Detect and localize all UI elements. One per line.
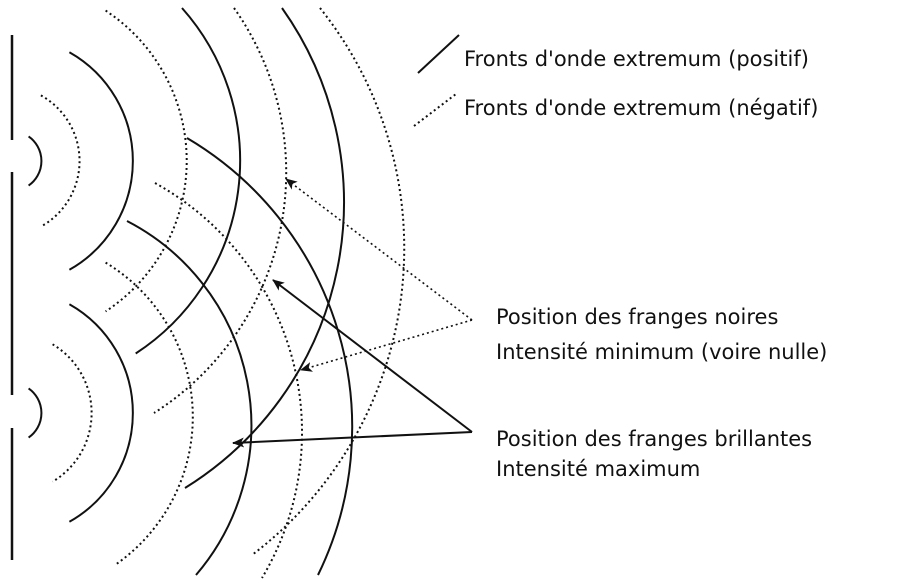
bright-fringe-arrow-upper <box>273 280 472 432</box>
upper-wavefront-positive <box>185 8 344 488</box>
bright-fringes-sublabel: Intensité maximum <box>496 455 700 483</box>
lower-wavefront-positive <box>187 138 352 575</box>
lower-wavefront-positive <box>29 388 42 437</box>
legend-negative-label: Fronts d'onde extremum (négatif) <box>464 94 818 122</box>
lower-wavefront-positive <box>69 304 132 522</box>
lower-wavefront-negative <box>155 183 302 578</box>
legend-positive-label: Fronts d'onde extremum (positif) <box>464 45 809 73</box>
bright-fringes-label: Position des franges brillantes <box>496 425 812 453</box>
upper-wavefront-positive <box>69 52 132 270</box>
lower-slit-wavefronts <box>29 138 353 578</box>
dark-fringes-label: Position des franges noires <box>496 303 778 331</box>
lower-wavefront-negative <box>106 263 193 565</box>
lower-wavefront-negative <box>53 344 92 481</box>
upper-wavefront-negative <box>41 95 80 226</box>
dark-fringes-sublabel: Intensité minimum (voire nulle) <box>496 338 827 366</box>
upper-wavefront-negative <box>106 11 187 312</box>
legend-negative-sample <box>414 94 456 126</box>
dark-fringe-arrow-upper <box>286 179 472 320</box>
legend-positive-sample <box>418 35 459 73</box>
upper-slit-wavefronts <box>29 8 405 555</box>
upper-wavefront-positive <box>29 136 42 185</box>
